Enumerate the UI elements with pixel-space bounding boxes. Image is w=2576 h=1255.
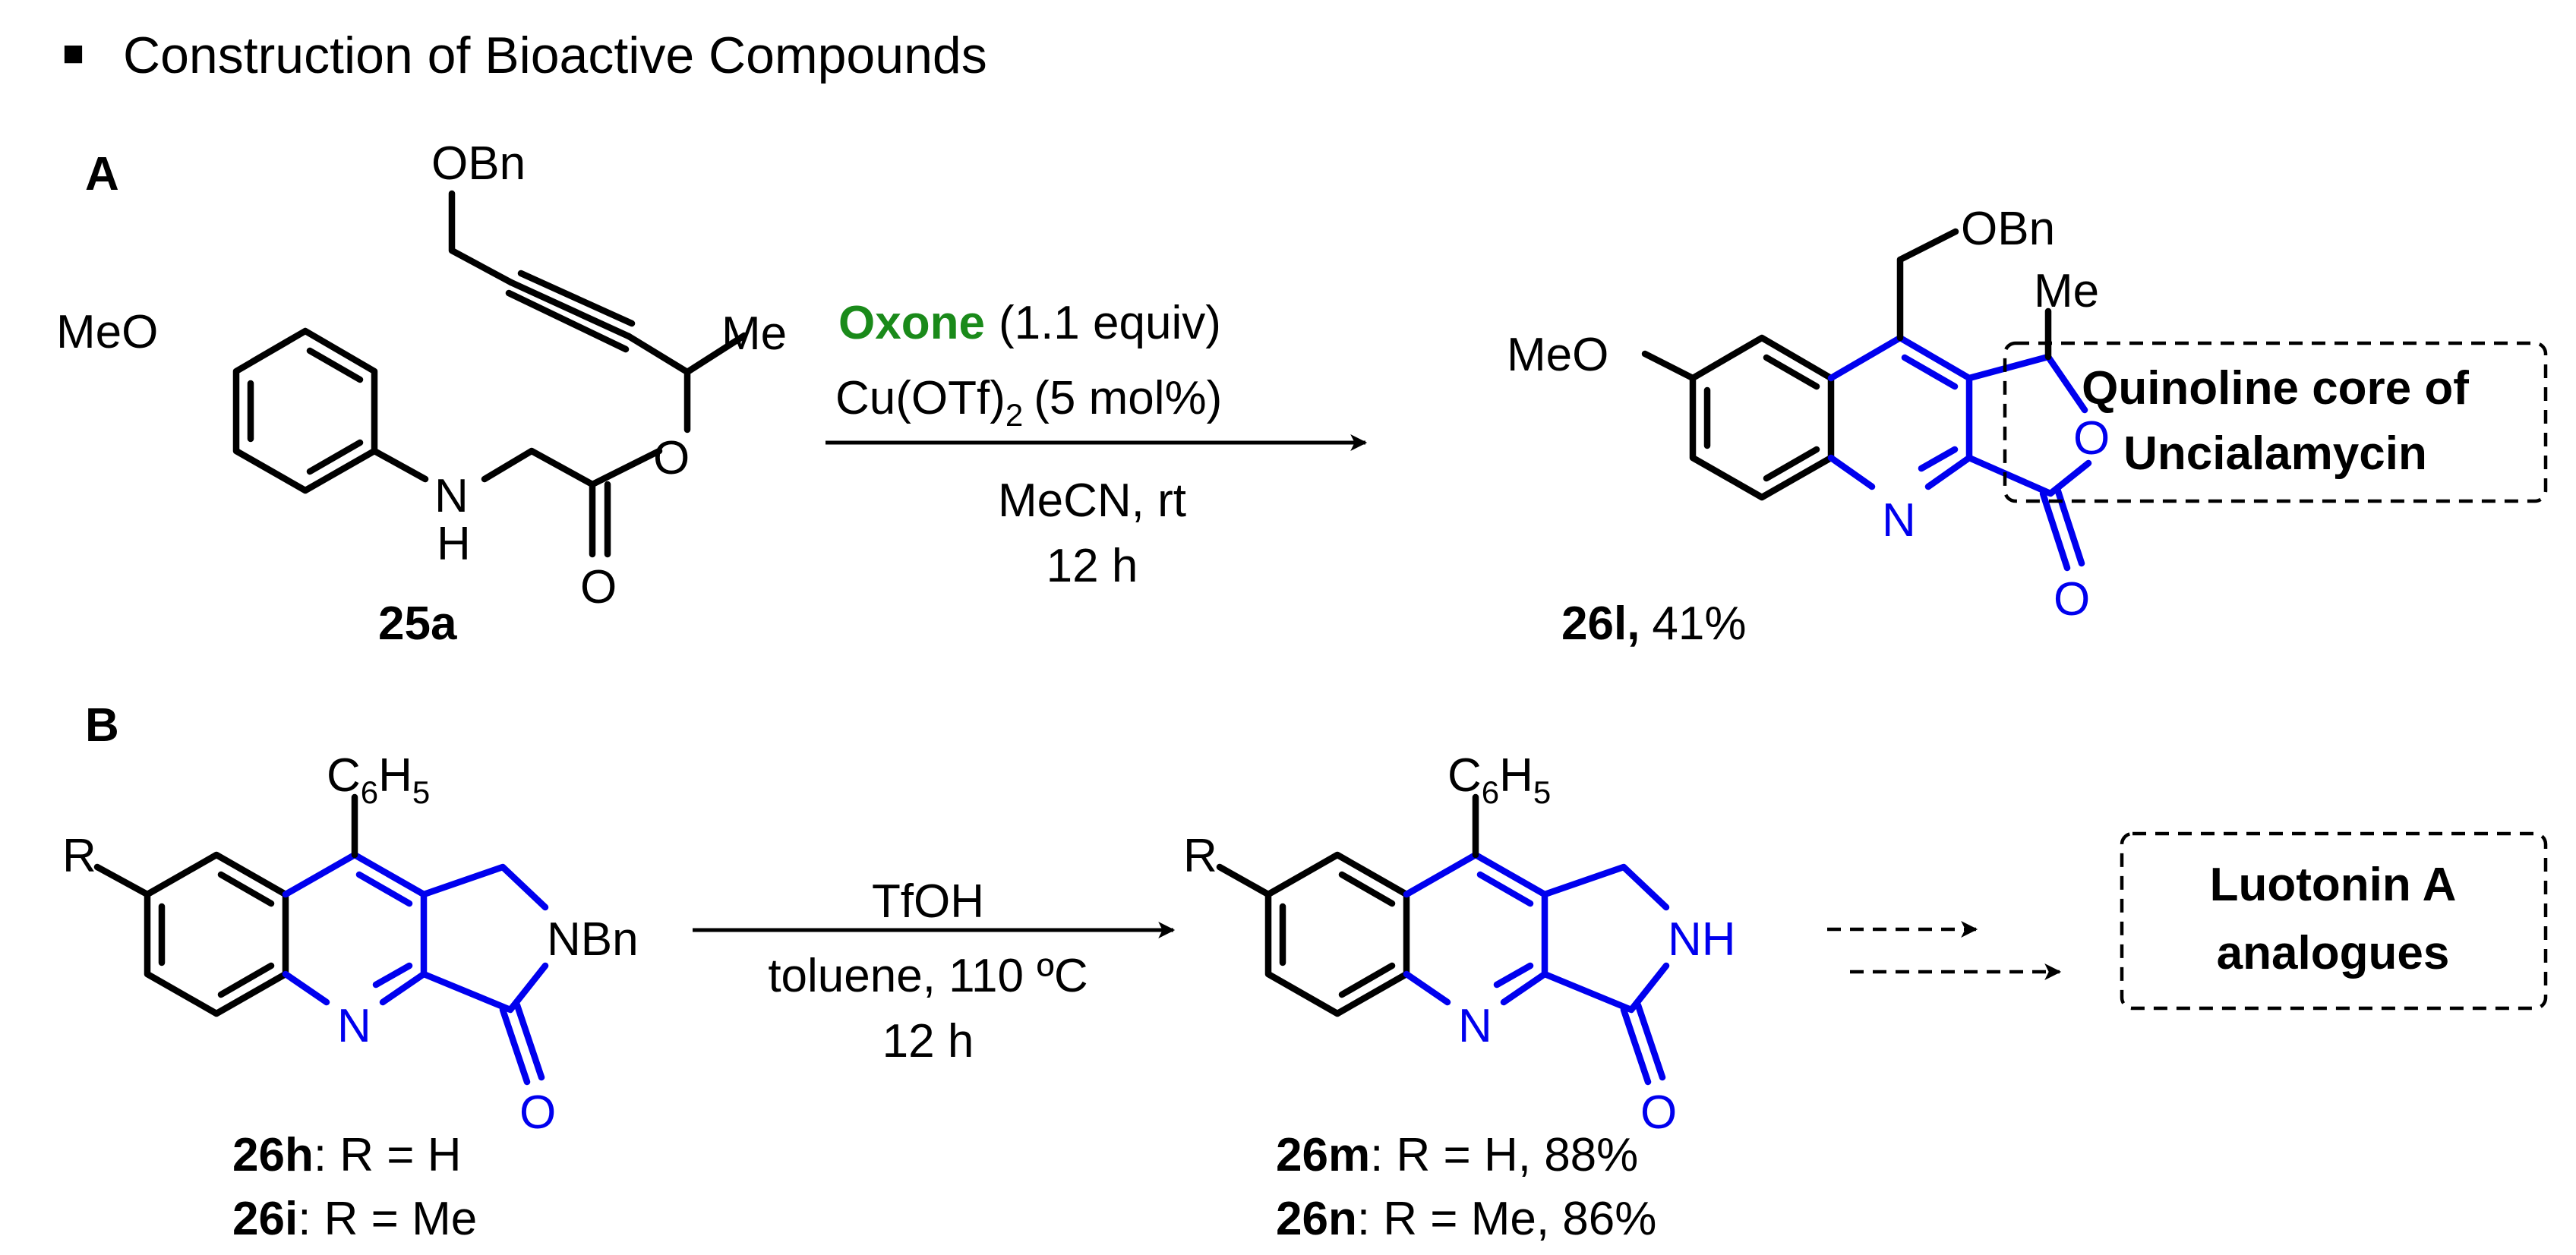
- bond: [589, 481, 611, 558]
- box-b-line1: Luotonin A: [2210, 859, 2457, 911]
- atom-n: N: [1882, 494, 1916, 547]
- panel-b-label: B: [85, 699, 119, 752]
- group-obn: OBn: [1961, 203, 2055, 255]
- bond-inner: [1703, 354, 1820, 482]
- box-a-line2: Uncialamycin: [2123, 427, 2427, 480]
- group-r: R: [62, 830, 96, 882]
- catalyst-name: Cu(OTf): [835, 372, 1005, 424]
- group-me: Me: [2034, 265, 2099, 317]
- compound-26l-label: 26l,41%: [1561, 598, 1747, 650]
- bond: [1403, 851, 1548, 1006]
- bond: [1689, 334, 1835, 501]
- atom-n: N: [1458, 1000, 1492, 1052]
- bond-inner: [355, 871, 413, 989]
- group-nbn: NBn: [547, 913, 639, 966]
- atom-n: N: [337, 1000, 371, 1052]
- bond-inner: [1279, 871, 1396, 998]
- compound-26l-id: 26l,: [1561, 598, 1640, 650]
- compound-26l-yield: 41%: [1652, 598, 1746, 650]
- bond: [420, 863, 549, 1014]
- group-meo: MeO: [56, 306, 158, 358]
- group-r: R: [1183, 830, 1217, 882]
- bond: [1641, 350, 1697, 382]
- bond: [282, 851, 428, 1006]
- compound-25a-label: 25a: [378, 598, 457, 650]
- product-26l-structure: OBn Me MeO N O O: [1507, 203, 2110, 626]
- group-nh: NH: [1668, 913, 1736, 966]
- bond: [1620, 1001, 1666, 1086]
- atom-h: H: [437, 518, 471, 570]
- bond-inner: [1901, 354, 1959, 472]
- compound-26m-label: 26m: R = H, 88%: [1276, 1129, 1638, 1181]
- bond: [1541, 863, 1670, 1014]
- bond: [481, 447, 663, 488]
- header-title: Construction of Bioactive Compounds: [123, 27, 987, 84]
- panel-a-label: A: [85, 148, 119, 200]
- alkyne-bond: [505, 270, 636, 353]
- bond: [448, 190, 515, 286]
- bond-inner: [247, 347, 364, 475]
- bond-inner: [158, 871, 275, 998]
- conditions-a-line2: Cu(OTf)2 (5 mol%): [835, 372, 1222, 433]
- group-obn: OBn: [431, 137, 526, 190]
- box-a-line1: Quinoline core of: [2082, 362, 2469, 415]
- bond: [1827, 334, 1973, 490]
- conditions-a-solvent: MeCN, rt: [998, 475, 1186, 527]
- target-box-uncialamycin: [2003, 341, 2548, 503]
- bond: [1264, 851, 1410, 1017]
- bond: [1216, 863, 1272, 898]
- conditions-a-line1: Oxone (1.1 equiv): [838, 297, 1221, 349]
- header-bullet: ■: [62, 33, 84, 74]
- bond: [1965, 353, 2092, 497]
- bond: [371, 447, 429, 483]
- bond-inner: [1476, 871, 1534, 989]
- reactant-25a-structure: OBn Me MeO N H O O: [56, 137, 787, 613]
- group-me: Me: [721, 307, 787, 360]
- atom-carbonyl-o: O: [2054, 573, 2090, 626]
- atom-ring-o: O: [2073, 412, 2110, 465]
- conditions-b-reagent: TfOH: [872, 875, 984, 928]
- group-c6h5: C6H5: [1447, 749, 1551, 810]
- atom-o: O: [1640, 1086, 1677, 1139]
- bond: [144, 851, 289, 1017]
- bond: [232, 327, 378, 494]
- atom-o: O: [519, 1086, 556, 1139]
- atom-carbonyl-o: O: [580, 561, 617, 613]
- atom-n: N: [434, 470, 469, 522]
- conditions-b-solvent: toluene, 110 ºC: [768, 950, 1088, 1002]
- conditions-b-time: 12 h: [882, 1015, 974, 1067]
- bond: [499, 1001, 545, 1086]
- atom-ester-o: O: [653, 432, 690, 484]
- box-b-line2: analogues: [2217, 927, 2450, 979]
- group-meo: MeO: [1507, 329, 1608, 381]
- compound-26n-label: 26n: R = Me, 86%: [1276, 1193, 1656, 1245]
- oxidant-name: Oxone: [838, 297, 985, 349]
- conditions-a-time: 12 h: [1046, 540, 1138, 592]
- bond: [93, 863, 151, 898]
- reactant-26h-structure: C6H5 R NBn N O: [62, 749, 639, 1139]
- compound-26h-label: 26h: R = H: [232, 1129, 462, 1181]
- compound-26i-label: 26i: R = Me: [232, 1193, 477, 1245]
- oxidant-equiv: (1.1 equiv): [999, 297, 1221, 349]
- product-26m-structure: C6H5 R NH N O: [1183, 749, 1736, 1139]
- catalyst-subscript: 2: [1005, 397, 1023, 433]
- group-c6h5: C6H5: [327, 749, 430, 810]
- bond: [625, 332, 748, 434]
- bond: [1896, 228, 2052, 361]
- catalyst-loading: (5 mol%): [1034, 372, 1222, 424]
